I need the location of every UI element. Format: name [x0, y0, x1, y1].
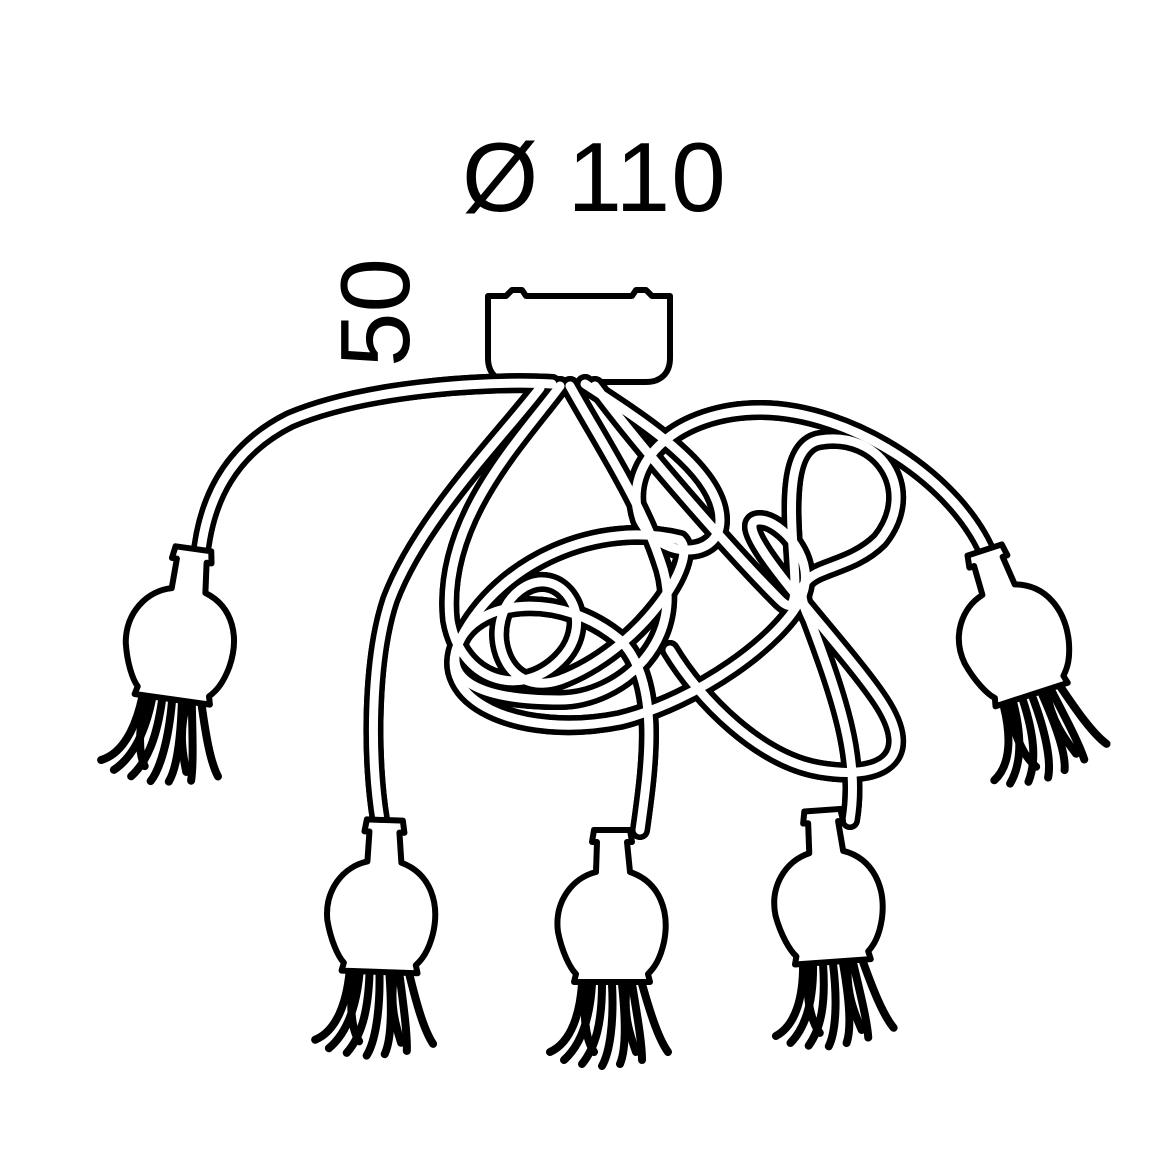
cables-core	[195, 378, 995, 835]
diameter-dimension-label: Ø 110	[462, 122, 727, 232]
lamp-head-left	[99, 540, 249, 790]
lamp-head-bottom-center	[550, 830, 668, 1066]
lamp-head-bottom-right	[760, 806, 894, 1050]
lamp-head-right	[926, 533, 1111, 794]
lamp-head-bottom-left	[315, 818, 441, 1058]
ceiling-canopy	[485, 287, 673, 385]
